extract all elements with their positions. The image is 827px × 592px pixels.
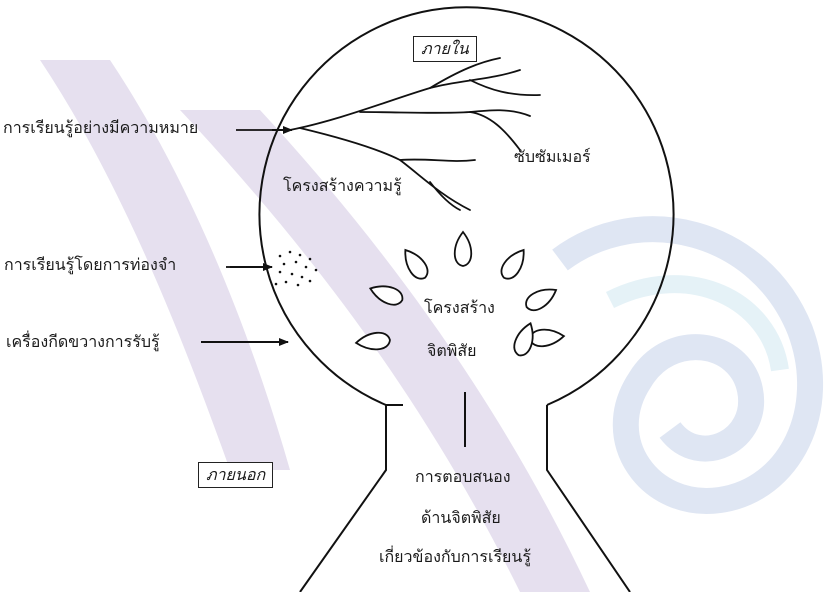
affective-teardrops	[355, 232, 564, 358]
rote-learning-label: การเรียนรู้โดยการท่องจำ	[4, 257, 176, 273]
teardrop-7	[529, 328, 564, 347]
neck-left-line	[300, 405, 386, 592]
teardrop-5	[522, 283, 560, 314]
cognitive-structure-label: โครงสร้างความรู้	[283, 178, 402, 194]
teardrop-2	[455, 232, 472, 266]
outer-box-label: ภายนอก	[198, 462, 273, 488]
meaningful-learning-label: การเรียนรู้อย่างมีความหมาย	[3, 120, 198, 136]
response-line3: เกี่ยวข้องกับการเรียนรู้	[379, 549, 531, 565]
affective-structure-line1: โครงสร้าง	[424, 300, 495, 316]
inner-box-label: ภายใน	[413, 36, 477, 62]
response-line1: การตอบสนอง	[415, 469, 511, 485]
perception-barrier-label: เครื่องกีดขวางการรับรู้	[6, 334, 160, 350]
teardrop-3	[497, 245, 530, 282]
subsumer-label: ซับซัมเมอร์	[514, 149, 591, 165]
teardrop-1	[399, 245, 432, 282]
affective-structure-line2: จิตพิสัย	[427, 343, 476, 359]
teardrop-6	[355, 332, 390, 351]
response-line2: ด้านจิตพิสัย	[421, 510, 501, 526]
